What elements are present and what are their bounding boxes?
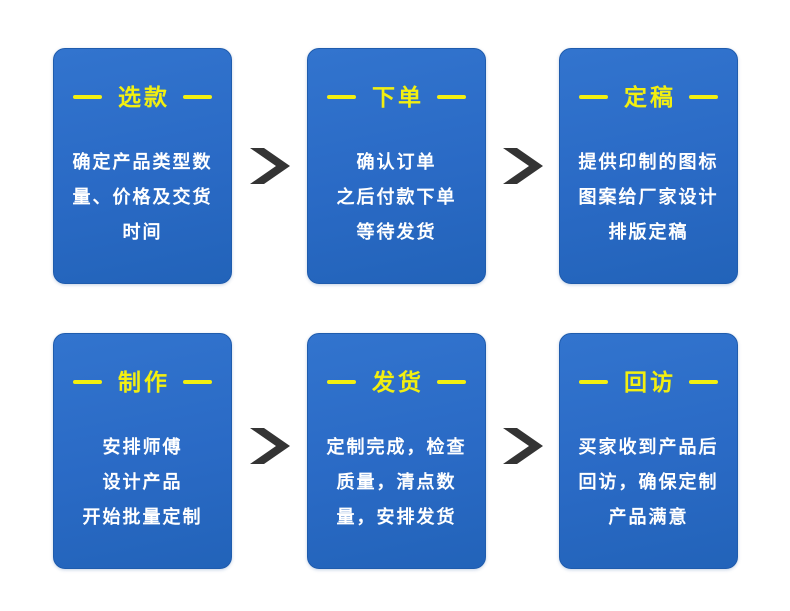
- step-title: 回访: [624, 369, 676, 395]
- description-line: 排版定稿: [608, 222, 689, 242]
- title-dash-left: [327, 95, 356, 99]
- right-chevron-icon: [503, 148, 543, 184]
- title-dash-right: [183, 95, 212, 99]
- title-dash-left: [73, 95, 102, 99]
- description-line: 买家收到产品后: [578, 437, 719, 457]
- right-chevron-icon: [503, 428, 543, 464]
- step-title-row: 发货: [327, 367, 466, 397]
- step-title-row: 下单: [327, 82, 466, 112]
- step-description: 提供印制的图标 图案给厂家设计 排版定稿: [579, 145, 719, 250]
- step-card-follow-up: 回访 买家收到产品后 回访，确保定制 产品满意: [559, 333, 738, 569]
- description-line: 确认订单: [356, 152, 437, 172]
- step-card-production: 制作 安排师傅 设计产品 开始批量定制: [53, 333, 232, 569]
- step-card-place-order: 下单 确认订单 之后付款下单 等待发货: [307, 48, 486, 284]
- step-title: 下单: [372, 84, 424, 110]
- description-line: 开始批量定制: [82, 507, 203, 527]
- title-dash-right: [689, 95, 718, 99]
- title-dash-right: [183, 380, 212, 384]
- step-title-row: 回访: [579, 367, 718, 397]
- title-dash-right: [437, 380, 466, 384]
- step-description: 买家收到产品后 回访，确保定制 产品满意: [579, 430, 719, 535]
- description-line: 质量，清点数: [336, 472, 457, 492]
- description-line: 量，安排发货: [336, 507, 457, 527]
- step-title-row: 选款: [73, 82, 212, 112]
- description-line: 确定产品类型数: [72, 152, 213, 172]
- step-description: 确定产品类型数 量、价格及交货 时间: [73, 145, 213, 250]
- description-line: 安排师傅: [102, 437, 183, 457]
- step-title: 定稿: [624, 84, 676, 110]
- title-dash-left: [73, 380, 102, 384]
- step-title: 发货: [372, 369, 424, 395]
- step-title: 选款: [118, 84, 170, 110]
- description-line: 产品满意: [608, 507, 689, 527]
- step-description: 确认订单 之后付款下单 等待发货: [337, 145, 457, 250]
- step-card-select-style: 选款 确定产品类型数 量、价格及交货 时间: [53, 48, 232, 284]
- description-line: 量、价格及交货: [72, 187, 213, 207]
- right-chevron-icon: [250, 428, 290, 464]
- title-dash-left: [579, 380, 608, 384]
- step-card-finalize-design: 定稿 提供印制的图标 图案给厂家设计 排版定稿: [559, 48, 738, 284]
- title-dash-left: [327, 380, 356, 384]
- description-line: 等待发货: [356, 222, 437, 242]
- step-description: 定制完成，检查 质量，清点数 量，安排发货: [327, 430, 467, 535]
- description-line: 图案给厂家设计: [578, 187, 719, 207]
- description-line: 回访，确保定制: [578, 472, 719, 492]
- title-dash-right: [437, 95, 466, 99]
- step-description: 安排师傅 设计产品 开始批量定制: [83, 430, 203, 535]
- step-title: 制作: [118, 369, 170, 395]
- step-title-row: 制作: [73, 367, 212, 397]
- step-title-row: 定稿: [579, 82, 718, 112]
- description-line: 提供印制的图标: [578, 152, 719, 172]
- description-line: 定制完成，检查: [326, 437, 467, 457]
- description-line: 时间: [122, 222, 163, 242]
- description-line: 设计产品: [102, 472, 183, 492]
- title-dash-right: [689, 380, 718, 384]
- description-line: 之后付款下单: [336, 187, 457, 207]
- right-chevron-icon: [250, 148, 290, 184]
- title-dash-left: [579, 95, 608, 99]
- step-card-shipping: 发货 定制完成，检查 质量，清点数 量，安排发货: [307, 333, 486, 569]
